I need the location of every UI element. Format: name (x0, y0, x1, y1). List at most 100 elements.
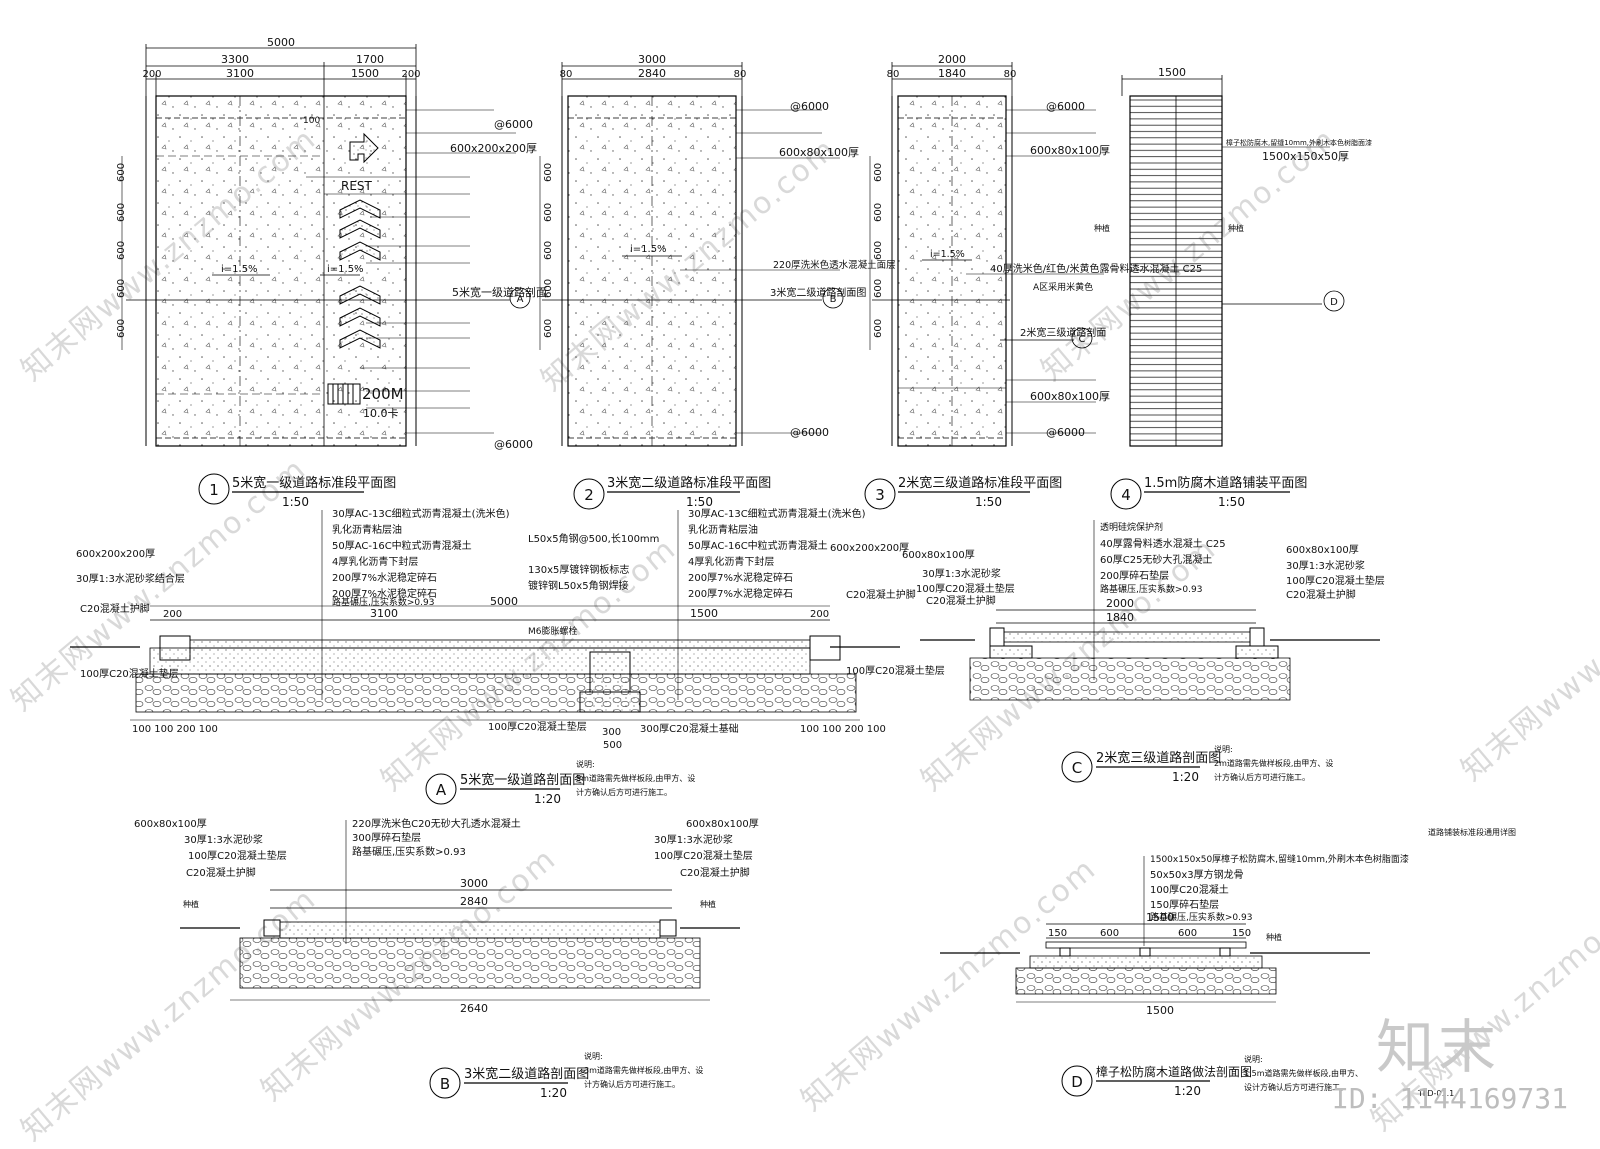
section-ref: C (1079, 334, 1086, 345)
section-scale: 1:20 (540, 1086, 567, 1100)
dim-span: 600 (1178, 928, 1197, 939)
note-text: 1.5m道路需先做样板段,由甲方、 (1244, 1068, 1363, 1078)
section-callout-label: 5米宽一级道路剖面 (452, 285, 547, 299)
section-d: 1500 150 600 600 150 1500 1500x150x50厚樟子… (940, 853, 1409, 1098)
dim-inner: 1840 (1106, 611, 1134, 624)
layer-label: 200厚碎石垫层 (1100, 569, 1169, 582)
note-text: 计方确认后方可进行施工。 (1214, 772, 1310, 782)
layer-label: 乳化沥青粘层油 (332, 523, 402, 536)
planting-label: 种植 (183, 899, 199, 909)
surface-spec: 220厚洗米色透水混凝土面层 (773, 259, 896, 271)
layer-label: 200厚7%水泥稳定碎石 (332, 571, 437, 584)
sign-label: 镀锌钢L50x5角钢焊接 (528, 579, 629, 592)
layer-label: 1500x150x50厚樟子松防腐木,留缝10mm,外刷木本色树脂面漆 (1150, 853, 1409, 865)
section-letter: D (1071, 1073, 1083, 1091)
brand-watermark: 知末 (1375, 1013, 1500, 1081)
drawing-number: 1 (209, 481, 219, 499)
layer-label: 路基碾压,压实系数>0.93 (1100, 583, 1202, 595)
note-title: 说明: (576, 759, 595, 769)
dim-total: 1500 (1146, 911, 1174, 924)
dim-inner: 2840 (638, 67, 666, 80)
planting-label: 种植 (1266, 932, 1282, 942)
section-letter: A (436, 781, 447, 799)
drawing-scale: 1:50 (975, 495, 1002, 509)
drawing-title: 5米宽一级道路标准段平面图 (232, 475, 396, 491)
distance-sub: 10.0卡 (363, 407, 399, 420)
drawing-title: 3米宽二级道路标准段平面图 (607, 475, 771, 491)
section-callout-label: 2米宽三级道路剖面 (1020, 326, 1106, 339)
drawing-number: 3 (875, 486, 885, 504)
layer-label: 60厚C25无砂大孔混凝土 (1100, 553, 1212, 566)
note-text: 计方确认后方可进行施工。 (584, 1079, 680, 1089)
dim-inner: 2840 (460, 895, 488, 908)
section-title: 5米宽一级道路剖面图 (460, 772, 585, 788)
dim-row: 600 (873, 163, 884, 182)
dim-edge: 200 (163, 609, 182, 620)
dim-lane2: 1500 (690, 607, 718, 620)
dim-total: 5000 (490, 595, 518, 608)
sign-label: 100厚C20混凝土垫层 (488, 720, 587, 733)
dim-span: 600 (1100, 928, 1119, 939)
timber-spec-note: 樟子松防腐木,留缝10mm,外刷木本色树脂面漆 (1226, 138, 1372, 147)
dim-edge: 200 (142, 69, 161, 80)
dim-total: 2000 (938, 53, 966, 66)
dim-row: 600 (116, 163, 127, 182)
section-title: 2米宽三级道路剖面图 (1096, 750, 1221, 766)
dim-span: 150 (1232, 928, 1251, 939)
curb-label: 600x80x100厚 (686, 818, 759, 830)
section-letter: B (440, 1075, 450, 1093)
note-text: 计方确认后方可进行施工。 (576, 787, 672, 797)
note-title: 说明: (1214, 744, 1233, 754)
section-title: 樟子松防腐木道路做法剖面图 (1096, 1064, 1252, 1079)
dim-row: 600 (543, 203, 554, 222)
curb-label: 600x80x100厚 (1286, 544, 1359, 556)
rest-marking: REST (341, 179, 373, 193)
dim-edge: 200 (810, 609, 829, 620)
curb-label: 100厚C20混凝土垫层 (188, 849, 287, 862)
layer-label: 30厚AC-13C细粒式沥青混凝土(洗米色) (688, 507, 866, 520)
plan-4-timber-path: 1500 樟子松防腐木,留缝10mm,外刷木本色树脂面漆 1500x150x50… (1094, 66, 1372, 510)
section-scale: 1:20 (1172, 770, 1199, 784)
dim-span: 150 (1048, 928, 1067, 939)
dim-pier: 500 (603, 740, 622, 751)
layer-label: 50x50x3厚方钢龙骨 (1150, 868, 1244, 881)
curb-label: 30厚1:3水泥砂浆 (1286, 559, 1365, 572)
id-watermark: ID: 1144169731 (1331, 1082, 1568, 1115)
drawing-scale: 1:50 (686, 495, 713, 509)
planting-label: 种植 (700, 899, 716, 909)
dim-edge2: 200 (401, 69, 420, 80)
drawing-number: 4 (1121, 486, 1131, 504)
section-scale: 1:20 (534, 792, 561, 806)
dim-total: 3000 (638, 53, 666, 66)
dim-lane: 3100 (226, 67, 254, 80)
joint-spacing: @6000 (494, 118, 533, 131)
dim-row: 600 (543, 241, 554, 260)
curb-label: 30厚1:3水泥砂浆 (184, 833, 263, 846)
layer-label: 150厚碎石垫层 (1150, 898, 1219, 911)
curb-label: 100厚C20混凝土垫层 (916, 582, 1015, 595)
curb-label: C20混凝土护脚 (80, 602, 150, 615)
plan-3-2m-road: 2000 80 1840 80 600 600 600 600 600 i=1.… (864, 53, 1202, 510)
curb-spec: 600x200x200厚 (450, 142, 537, 155)
curb-label: C20混凝土护脚 (926, 594, 996, 607)
curb-label: 600x200x200厚 (76, 548, 155, 560)
curb-label: 100厚C20混凝土垫层 (80, 667, 179, 680)
note-text: 3m道路需先做样板段,由甲方、设 (584, 1065, 703, 1075)
curb-label: 30厚1:3水泥砂浆结合层 (76, 572, 185, 585)
dim-total: 3000 (460, 877, 488, 890)
curb-spec: 600x80x100厚 (779, 146, 859, 159)
layer-label: 路基碾压,压实系数>0.93 (332, 596, 434, 608)
section-b: 3000 2840 2640 220厚洗米色C20无砂大孔透水混凝土 300厚碎… (134, 817, 759, 1100)
sign-label: L50x5角钢@500,长100mm (528, 532, 659, 545)
drawing-title: 1.5m防腐木道路铺装平面图 (1144, 475, 1307, 491)
layer-label: 50厚AC-16C中粒式沥青混凝土 (332, 539, 472, 552)
plan-1-5m-road: 5000 3300 1700 200 3100 1500 200 600 600… (116, 36, 547, 509)
drawing-scale: 1:50 (1218, 495, 1245, 509)
slope-label: i=1.5% (221, 264, 258, 275)
dim-edge: 80 (734, 69, 747, 80)
dim-bottom: 100 100 200 100 (800, 724, 886, 735)
section-a: 5000 200 3100 1500 200 100 100 200 100 1… (70, 507, 945, 806)
curb-label: C20混凝土护脚 (186, 866, 256, 879)
layer-label: 200厚7%水泥稳定碎石 (688, 587, 793, 600)
dim-row: 600 (873, 203, 884, 222)
